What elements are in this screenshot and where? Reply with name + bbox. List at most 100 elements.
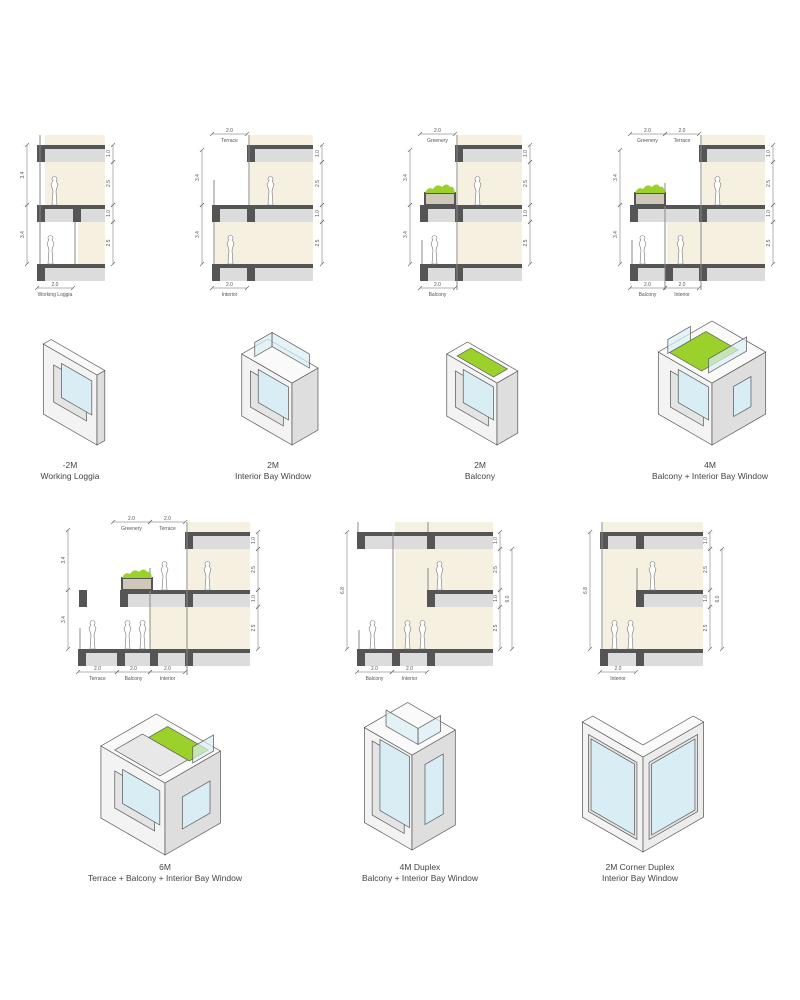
window-glass <box>379 738 410 829</box>
dimension-label: 3.4 <box>195 174 201 181</box>
dimension-label: 3.4 <box>403 174 409 181</box>
person-figure <box>638 235 647 265</box>
space-label: Balcony <box>429 292 447 298</box>
floor-slab <box>420 264 522 268</box>
space-label: Balcony <box>366 676 384 682</box>
floor-slab <box>636 590 703 594</box>
structural-beam <box>185 590 193 607</box>
dimension-label: 2.0 <box>644 282 651 288</box>
window-glass <box>677 368 709 421</box>
dimension-tick <box>75 669 81 675</box>
dimension-tick <box>110 519 116 525</box>
window-glass <box>61 362 93 416</box>
dimension-label: 3.4 <box>613 174 619 181</box>
floor-slab <box>427 590 493 594</box>
space-label: Interior <box>222 292 238 298</box>
caption-title: 2M Corner Duplex <box>605 862 675 872</box>
interior-space <box>150 607 250 649</box>
greenery <box>635 184 665 193</box>
dimension-tick <box>509 646 515 652</box>
dimension-label: 1.0 <box>703 595 709 602</box>
dimension-tick <box>244 131 250 137</box>
window-glass <box>181 780 211 830</box>
dimension-label: 1.0 <box>315 210 321 217</box>
dimension-label: 2.5 <box>493 624 499 631</box>
structural-beam <box>247 145 255 162</box>
interior-space <box>78 222 105 264</box>
dimension-tick <box>597 669 603 675</box>
dimension-label: 2.5 <box>766 180 772 187</box>
glass-railing <box>708 336 747 374</box>
dimension-label: 2.5 <box>703 566 709 573</box>
floor-slab-band <box>247 149 313 162</box>
greenery-top <box>456 347 509 378</box>
structural-beam <box>600 649 608 666</box>
dimension-tick <box>627 285 633 291</box>
person-figure <box>713 176 722 206</box>
section-drawing: 3.43.41.02.51.02.52.0Greenery2.0Terrace2… <box>613 128 777 298</box>
dimension-tick <box>633 669 639 675</box>
dimension-label: 6.8 <box>583 587 589 594</box>
structural-beam <box>600 532 608 549</box>
dimension-label: 1.0 <box>106 210 112 217</box>
structural-beam <box>73 205 81 222</box>
structural-beam <box>37 205 45 222</box>
dimension-tick <box>527 261 533 267</box>
dimension-label: 1.0 <box>523 150 529 157</box>
space-label: Greenery <box>427 138 448 144</box>
dimension-tick <box>147 669 153 675</box>
interior-space <box>458 135 522 145</box>
floor-slab <box>357 532 493 536</box>
dimension-label: 3.4 <box>20 171 26 178</box>
dimension-label: 6.8 <box>340 587 346 594</box>
dimension-tick <box>587 646 593 652</box>
isometric-unit-model <box>42 339 106 446</box>
person-figure <box>610 620 619 650</box>
floor-slab-band <box>455 149 522 162</box>
interior-space <box>45 135 105 145</box>
dimension-tick <box>662 285 668 291</box>
interior-space <box>702 162 765 205</box>
isometric-unit-model <box>363 702 456 851</box>
floor-slab <box>212 264 313 268</box>
space-label: Interior <box>160 676 176 682</box>
space-label: Interior <box>674 292 690 298</box>
floor-slab <box>37 264 105 268</box>
dimension-label: 2.0 <box>371 666 378 672</box>
dimension-tick <box>719 646 725 652</box>
glass-railing <box>667 325 691 355</box>
dimension-label: 2.0 <box>434 128 441 134</box>
floor-slab-band <box>357 653 493 666</box>
dimension-label: 2.0 <box>434 282 441 288</box>
dimension-tick <box>255 646 261 652</box>
window-glass <box>651 738 696 836</box>
floor-slab <box>37 205 105 209</box>
dimension-label: 6.0 <box>505 595 511 602</box>
dimension-tick <box>452 285 458 291</box>
top-face <box>42 339 106 376</box>
structural-beam <box>636 532 644 549</box>
dimension-tick <box>696 131 702 137</box>
structural-beam <box>357 532 365 549</box>
space-label: Balcony <box>125 676 143 682</box>
floor-slab <box>630 205 765 209</box>
person-figure <box>226 235 235 265</box>
interior-space <box>458 222 522 264</box>
window-glass <box>424 753 444 826</box>
dimension-label: 2.5 <box>703 624 709 631</box>
structural-beam <box>150 649 158 666</box>
dimension-label: 2.0 <box>130 666 137 672</box>
dimension-label: 2.0 <box>52 282 59 288</box>
space-label: Terrace <box>674 138 691 144</box>
person-figure <box>418 620 427 650</box>
dimension-tick <box>24 261 30 267</box>
dimension-label: 1.0 <box>251 595 257 602</box>
person-figure <box>676 235 685 265</box>
dimension-label: 3.4 <box>613 231 619 238</box>
structural-beam <box>455 264 463 281</box>
structural-beam <box>185 532 193 549</box>
